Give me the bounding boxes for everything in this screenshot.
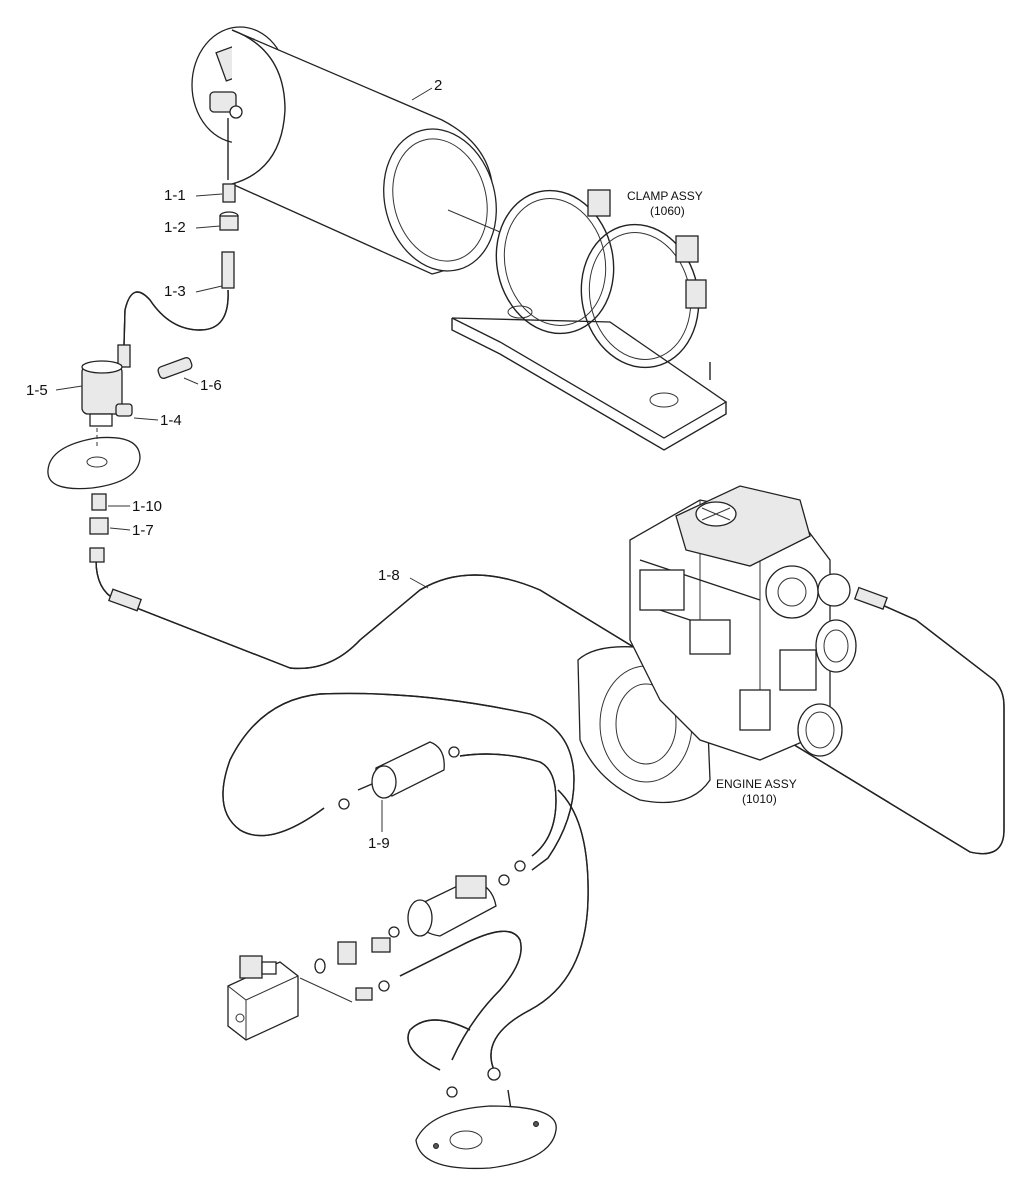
label-1-1: 1-1: [164, 187, 186, 204]
hose-1-8: [89, 547, 1005, 855]
solenoid-valve-1-5: [81, 360, 123, 427]
fitting-1-4: [115, 403, 133, 417]
lower-hoses: [399, 789, 589, 1117]
label-1-6: 1-6: [200, 377, 222, 394]
fitting-1-10: [91, 493, 107, 511]
return-hose-loop: [222, 692, 575, 871]
fuel-pump: [371, 860, 526, 953]
fitting-1-1: [222, 183, 236, 203]
label-engine-number: (1010): [742, 792, 777, 806]
engine-assembly: [577, 485, 857, 804]
label-1-10: 1-10: [132, 498, 162, 515]
mounting-plate: [47, 428, 141, 490]
label-1-2: 1-2: [164, 219, 186, 236]
clamp-assembly: [451, 189, 728, 451]
label-engine-title: ENGINE ASSY: [716, 777, 797, 791]
sender-plate: [415, 1105, 557, 1170]
fitting-1-6: [157, 357, 193, 379]
label-1-7: 1-7: [132, 522, 154, 539]
fitting-1-2: [219, 211, 239, 231]
fitting-1-7: [89, 517, 109, 535]
fuel-tank: [191, 26, 497, 275]
label-1-3: 1-3: [164, 283, 186, 300]
label-1-8: 1-8: [378, 567, 400, 584]
small-fittings: [299, 941, 390, 1003]
valve-block: [227, 955, 299, 1041]
label-1-9: 1-9: [368, 835, 390, 852]
leader-clamp: [447, 209, 501, 233]
hose-1-3: [117, 251, 235, 368]
label-1-4: 1-4: [160, 412, 182, 429]
leader-2: [411, 87, 433, 101]
label-clamp-title: CLAMP ASSY: [627, 189, 703, 203]
label-1-5: 1-5: [26, 382, 48, 399]
label-clamp-number: (1060): [650, 204, 685, 218]
fuel-filter-1-9: [338, 741, 460, 810]
label-2: 2: [434, 77, 442, 94]
